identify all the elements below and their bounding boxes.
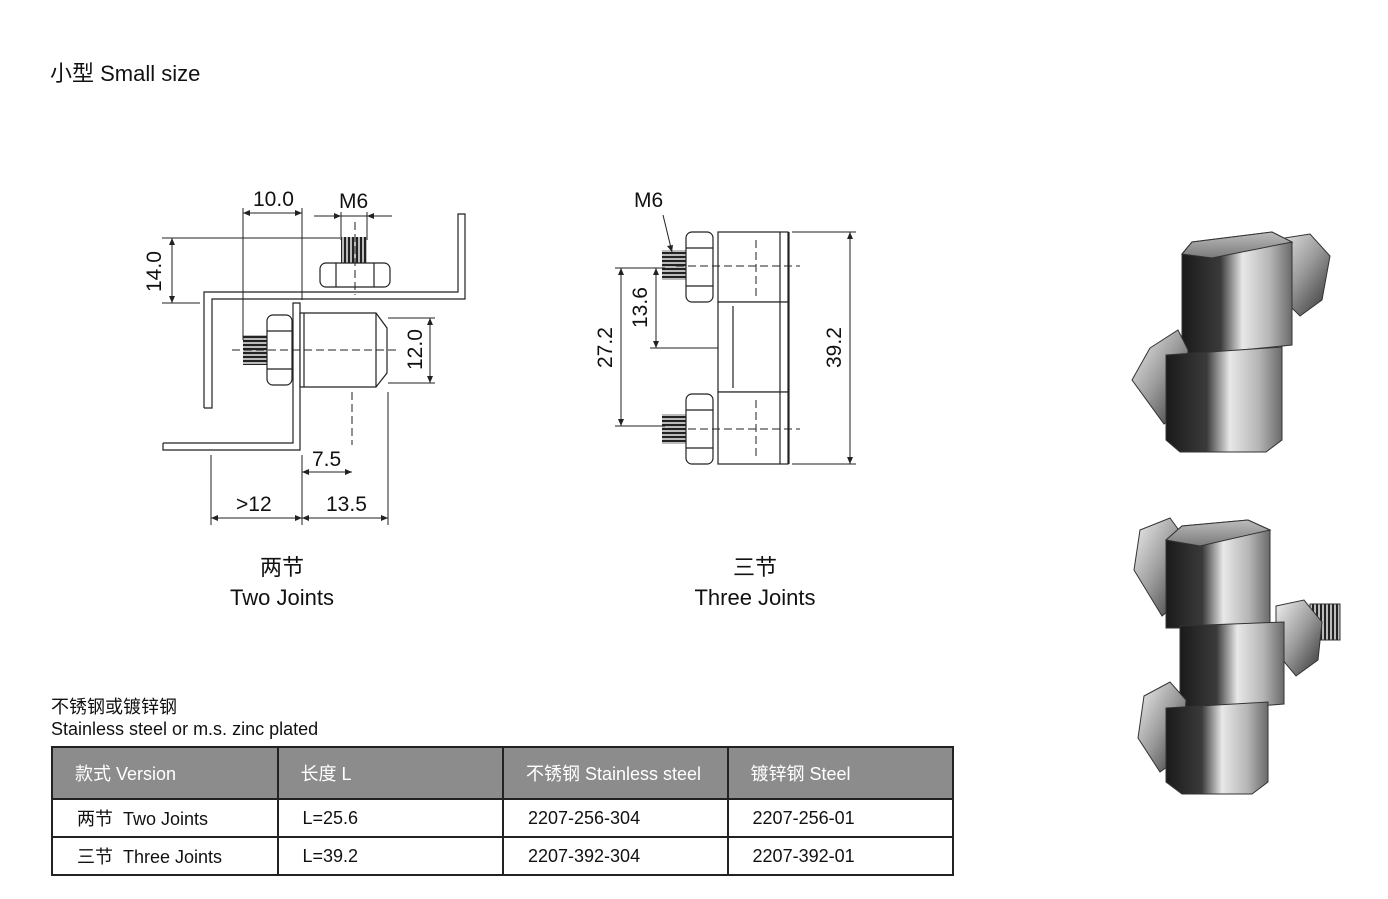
dim-39-2: 39.2 <box>823 327 846 368</box>
header-steel: 镀锌钢 Steel <box>726 746 955 800</box>
spec-table: 款式 Version 长度 L 不锈钢 Stainless steel 镀锌钢 … <box>51 746 955 876</box>
three-joints-caption: 三节 Three Joints <box>655 553 855 613</box>
cell-stainless: 2207-392-304 <box>501 836 729 876</box>
cell-version-cn: 三节 <box>77 847 113 867</box>
three-joints-caption-en: Three Joints <box>694 585 816 610</box>
cell-version: 三节 Three Joints <box>51 836 279 876</box>
dim-14: 14.0 <box>143 251 166 292</box>
dim-gt12: >12 <box>236 493 272 516</box>
lower-bracket <box>162 302 301 451</box>
page-title: 小型 Small size <box>50 61 201 86</box>
table-header-row: 款式 Version 长度 L 不锈钢 Stainless steel 镀锌钢 … <box>51 746 955 800</box>
dim-27-2: 27.2 <box>594 327 617 368</box>
two-joints-photo <box>1131 231 1331 453</box>
header-length: 长度 L <box>276 746 504 800</box>
dim-12: 12.0 <box>404 329 427 370</box>
cell-version-en: Three Joints <box>123 847 223 867</box>
cell-version-en: Two Joints <box>123 809 209 829</box>
table-row: 两节 Two Joints L=25.6 2207-256-304 2207-25… <box>51 798 955 838</box>
dim-m6-three: M6 <box>634 189 663 212</box>
cell-steel: 2207-392-01 <box>726 836 955 876</box>
upper-stud-thread <box>662 250 688 280</box>
cell-length: L=39.2 <box>276 836 504 876</box>
cell-stainless: 2207-256-304 <box>501 798 729 838</box>
material-cn: 不锈钢或镀锌钢 <box>51 697 177 717</box>
cell-steel: 2207-256-01 <box>726 798 955 838</box>
dim-10: 10.0 <box>253 188 294 211</box>
lower-stud-thread <box>662 414 688 444</box>
two-joints-caption: 两节 Two Joints <box>182 553 382 613</box>
cell-length: L=25.6 <box>276 798 504 838</box>
table-row: 三节 Three Joints L=39.2 2207-392-304 2207-… <box>51 836 955 876</box>
upper-bracket <box>203 213 466 409</box>
dim-7-5: 7.5 <box>312 448 341 471</box>
two-joints-drawing <box>162 208 466 525</box>
cell-version: 两节 Two Joints <box>51 798 279 838</box>
dim-m6-two: M6 <box>339 190 368 213</box>
header-version: 款式 Version <box>51 746 279 800</box>
dim-13-5: 13.5 <box>326 493 367 516</box>
header-stainless: 不锈钢 Stainless steel <box>501 746 729 800</box>
material-en: Stainless steel or m.s. zinc plated <box>51 719 319 739</box>
three-joints-drawing <box>615 214 856 465</box>
top-stud-thread <box>341 237 367 265</box>
two-joints-caption-cn: 两节 <box>259 555 304 580</box>
cell-version-cn: 两节 <box>77 809 113 829</box>
two-joints-caption-en: Two Joints <box>230 585 334 610</box>
dim-13-6: 13.6 <box>629 287 652 328</box>
material-note: 不锈钢或镀锌钢 Stainless steel or m.s. zinc pla… <box>51 696 318 740</box>
three-joints-photo <box>1133 517 1341 795</box>
three-joints-caption-cn: 三节 <box>732 555 777 580</box>
